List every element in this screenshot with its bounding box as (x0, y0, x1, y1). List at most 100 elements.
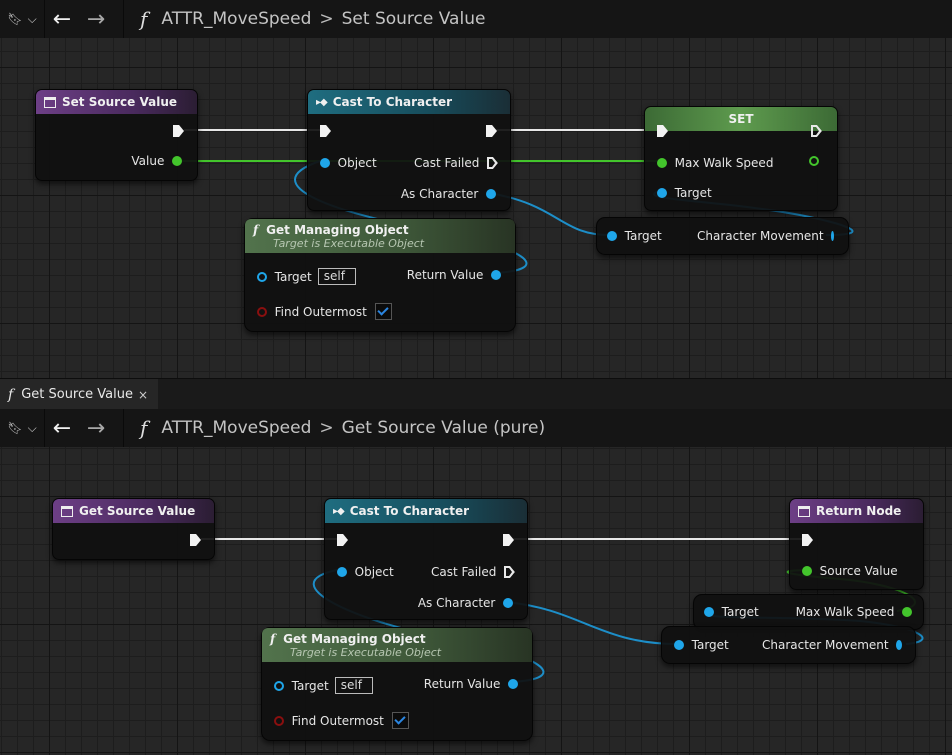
toolbar-divider (123, 409, 124, 447)
event-icon (44, 96, 56, 108)
exec-out-pin[interactable] (173, 125, 184, 137)
pin-label: Value (131, 154, 165, 168)
target-default-field[interactable]: self (317, 268, 356, 285)
bookmark-dropdown[interactable]: 🔖︎⌵ (0, 0, 45, 38)
exec-pin-icon (802, 534, 813, 546)
cast-failed-pin[interactable]: Cast Failed (388, 156, 498, 170)
target-input-pin[interactable]: Target (704, 605, 759, 619)
document-tab-bar: f Get Source Value × (0, 378, 952, 410)
exec-pin-icon (504, 566, 515, 578)
object-pin-icon (486, 189, 496, 199)
breadcrumb-graph[interactable]: ATTR_MoveSpeed (161, 418, 312, 438)
exec-pin-icon (487, 157, 498, 169)
return-value-pin[interactable]: Return Value (402, 677, 518, 691)
back-arrow-icon[interactable]: ← (52, 6, 72, 32)
character-movement-output-pin[interactable]: Character Movement (697, 229, 834, 243)
cast-to-character-node[interactable]: ▸◆Cast To Character Object Cast Failed A… (307, 89, 511, 211)
node-title: Return Node (816, 504, 902, 518)
node-title: Cast To Character (332, 95, 453, 109)
as-character-pin[interactable]: As Character (385, 596, 513, 610)
float-pin-icon (802, 566, 812, 576)
value-output-pin[interactable]: Value (96, 154, 182, 168)
back-arrow-icon[interactable]: ← (52, 415, 72, 441)
node-header: ▸◆Cast To Character (325, 499, 527, 523)
pin-label: Target (721, 605, 759, 619)
exec-out-pin[interactable] (503, 534, 514, 546)
tab-get-source-value[interactable]: f Get Source Value × (0, 379, 158, 410)
pin-label: Return Value (406, 268, 484, 282)
exec-in-pin[interactable] (657, 125, 668, 137)
object-input-pin[interactable]: Object (320, 156, 377, 170)
target-input-pin[interactable]: Target (674, 638, 729, 652)
object-pin-icon (896, 640, 902, 650)
object-input-pin[interactable]: Object (337, 565, 394, 579)
character-movement-getter-node[interactable]: Target Character Movement (596, 217, 849, 255)
return-value-pin[interactable]: Return Value (385, 268, 501, 282)
return-node[interactable]: Return Node Source Value (789, 498, 924, 590)
target-input-pin[interactable]: Target self (257, 268, 356, 285)
max-walk-speed-output-pin[interactable] (809, 156, 819, 166)
find-outermost-checkbox[interactable] (374, 303, 392, 320)
pin-label: Target (291, 678, 329, 693)
pin-label: Return Value (423, 677, 501, 691)
find-outermost-pin[interactable]: Find Outermost (274, 712, 409, 729)
pin-label: Max Walk Speed (795, 605, 895, 619)
function-entry-node[interactable]: Get Source Value (52, 498, 215, 560)
object-pin-icon (257, 271, 267, 282)
exec-out-pin[interactable] (486, 125, 497, 137)
object-pin-icon (337, 567, 347, 577)
graph-panel-get-source-value: 🔖︎⌵ ← → f ATTR_MoveSpeed > Get Source Va… (0, 409, 952, 755)
cast-to-character-node[interactable]: ▸◆Cast To Character Object Cast Failed A… (324, 498, 528, 620)
character-movement-getter-node[interactable]: Target Character Movement (661, 626, 916, 664)
source-value-input-pin[interactable]: Source Value (802, 564, 898, 578)
forward-arrow-icon[interactable]: → (86, 415, 106, 441)
toolbar-divider (123, 0, 124, 38)
exec-out-pin[interactable] (811, 125, 822, 137)
exec-in-pin[interactable] (337, 534, 348, 546)
cast-failed-pin[interactable]: Cast Failed (405, 565, 515, 579)
object-pin-icon (607, 231, 617, 241)
target-default-field[interactable]: self (334, 677, 373, 694)
function-icon: f (140, 416, 148, 440)
find-outermost-pin[interactable]: Find Outermost (257, 303, 392, 320)
pin-label: Find Outermost (274, 304, 367, 319)
event-icon (61, 505, 73, 517)
breadcrumb-graph[interactable]: ATTR_MoveSpeed (161, 9, 312, 29)
tab-label: Get Source Value (21, 387, 133, 402)
object-pin-icon (508, 679, 518, 689)
breadcrumb-function[interactable]: Get Source Value (pure) (341, 418, 546, 438)
pin-label: Target (274, 269, 312, 284)
target-input-pin[interactable]: Target (657, 186, 712, 200)
pin-label: As Character (417, 596, 496, 610)
set-node[interactable]: SET Max Walk Speed Target (644, 106, 838, 211)
exec-in-pin[interactable] (320, 125, 331, 137)
bookmark-dropdown[interactable]: 🔖︎⌵ (0, 409, 45, 447)
function-icon: f (253, 222, 259, 237)
max-walk-speed-input-pin[interactable]: Max Walk Speed (657, 156, 773, 170)
as-character-pin[interactable]: As Character (368, 187, 496, 201)
find-outermost-checkbox[interactable] (391, 712, 409, 729)
float-pin-icon (902, 607, 912, 617)
target-input-pin[interactable]: Target (607, 229, 662, 243)
forward-arrow-icon[interactable]: → (86, 6, 106, 32)
exec-pin-icon (337, 534, 348, 546)
function-entry-node[interactable]: Set Source Value Value (35, 89, 198, 181)
target-input-pin[interactable]: Target self (274, 677, 373, 694)
node-subtitle: Target is Executable Object (273, 236, 425, 250)
node-header: Get Source Value (53, 499, 214, 523)
pin-label: Target (691, 638, 729, 652)
event-icon (798, 505, 810, 517)
character-movement-output-pin[interactable]: Character Movement (762, 638, 902, 652)
breadcrumb-function[interactable]: Set Source Value (341, 9, 486, 29)
node-title: Get Source Value (79, 504, 196, 518)
exec-pin-icon (173, 125, 184, 137)
exec-out-pin[interactable] (190, 534, 201, 546)
exec-in-pin[interactable] (802, 534, 813, 546)
max-walk-speed-output-pin[interactable]: Max Walk Speed (784, 605, 912, 619)
node-title: Get Managing Object (266, 222, 409, 237)
pin-label: As Character (400, 187, 479, 201)
close-icon[interactable]: × (137, 387, 148, 402)
max-walk-speed-getter-node[interactable]: Target Max Walk Speed (693, 594, 924, 630)
